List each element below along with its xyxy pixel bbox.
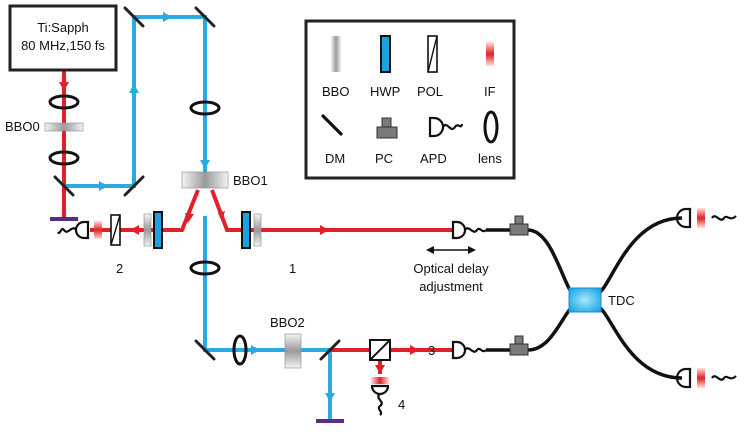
- legend-hwp-label: HWP: [370, 84, 400, 99]
- hwp-1: [241, 211, 251, 249]
- lens-3: [189, 100, 221, 116]
- tdc-box: TDC: [568, 287, 635, 313]
- hwp-2: [153, 211, 163, 249]
- delay-arrow: [426, 246, 476, 254]
- legend-hwp-symbol: [380, 35, 391, 73]
- legend: BBO HWP POL IF DM PC APD lens: [304, 19, 516, 180]
- legend-lens-symbol: [483, 110, 499, 144]
- apd-fiber-3: [451, 340, 487, 360]
- path-label-4: 4: [398, 397, 405, 412]
- apd-fiber-1: [451, 220, 487, 240]
- path-label-2: 2: [116, 261, 123, 276]
- mirror-dm-4: [194, 6, 216, 28]
- compensator-2: [143, 213, 152, 247]
- legend-pc-symbol: [376, 117, 398, 139]
- legend-bbo-symbol: [331, 36, 341, 72]
- delay-label-line2: adjustment: [419, 279, 483, 294]
- arm-1-components: [241, 211, 487, 249]
- dichroic-mirrors: [53, 6, 341, 361]
- if-4: [371, 377, 389, 384]
- legend-apd-symbol: [428, 116, 464, 138]
- polarizing-beam-splitter: [369, 339, 391, 361]
- path-label-1: 1: [289, 261, 296, 276]
- mirror-dm-1: [53, 175, 75, 197]
- mirror-dm-3: [123, 6, 145, 28]
- pc-2: [509, 335, 529, 356]
- arm-2-components: [57, 211, 163, 249]
- legend-if-symbol: [486, 42, 494, 66]
- bbo1-label: BBO1: [233, 173, 268, 188]
- path-label-3: 3: [428, 343, 435, 358]
- mirror-dm-2: [123, 175, 145, 197]
- if-out-top: [697, 208, 705, 228]
- delay-label-line1: Optical delay: [413, 261, 489, 276]
- if-out-bottom: [697, 368, 705, 388]
- bbo0-label: BBO0: [5, 119, 40, 134]
- laser-name: Ti:Sapph: [37, 20, 89, 35]
- lens-5: [232, 334, 248, 366]
- pump-beam-arrows: [99, 12, 335, 402]
- ti-sapph-laser: Ti:Sapph 80 MHz,150 fs: [8, 4, 118, 72]
- legend-pc-label: PC: [375, 151, 393, 166]
- tdc-label: TDC: [608, 293, 635, 308]
- signal-beam-arrows: [59, 82, 419, 374]
- laser-specs: 80 MHz,150 fs: [21, 38, 105, 53]
- bbo2-crystal: BBO2: [270, 315, 305, 369]
- legend-dm-symbol: [321, 114, 343, 136]
- polarizer-2: [110, 214, 121, 246]
- legend-pol-label: POL: [417, 84, 443, 99]
- mirror-dm-5: [194, 339, 216, 361]
- lens-2: [48, 150, 80, 166]
- legend-dm-label: DM: [325, 151, 345, 166]
- legend-if-label: IF: [484, 84, 496, 99]
- apd-out-bottom: [675, 367, 737, 389]
- bbo0-crystal: BBO0: [5, 119, 84, 134]
- legend-pol-symbol: [427, 35, 438, 73]
- apd-2: [57, 220, 90, 240]
- lens-4: [189, 260, 221, 276]
- legend-apd-label: APD: [420, 151, 447, 166]
- apd-4: [370, 384, 390, 416]
- bbo1-crystal: BBO1: [181, 171, 268, 189]
- compensator-1: [253, 213, 262, 247]
- pc-1: [509, 215, 529, 236]
- beam-dumps: [50, 217, 344, 423]
- lenses: [48, 94, 248, 366]
- if-2: [94, 221, 102, 239]
- polarization-controllers: [509, 215, 529, 356]
- mirror-dm-6: [319, 339, 341, 361]
- lens-1: [48, 94, 80, 110]
- apd-out-top: [675, 207, 737, 229]
- bbo2-label: BBO2: [270, 315, 305, 330]
- arm-3-4-components: [369, 339, 487, 416]
- output-detectors: [675, 207, 737, 389]
- legend-lens-label: lens: [478, 151, 502, 166]
- legend-bbo-label: BBO: [322, 84, 349, 99]
